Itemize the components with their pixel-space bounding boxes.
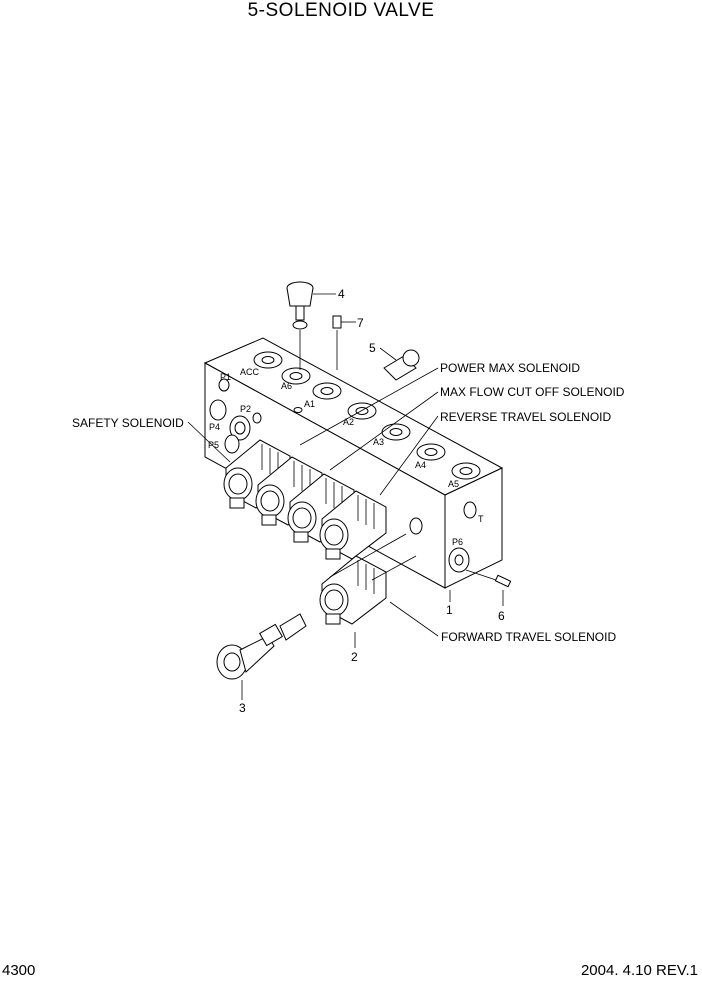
port-label-a1: A1	[304, 399, 315, 409]
port-label-p5: P5	[208, 440, 219, 450]
callout-forward-travel-solenoid: FORWARD TRAVEL SOLENOID	[441, 630, 616, 644]
port-label-t: T	[478, 514, 484, 524]
side-ports	[209, 378, 477, 573]
port-label-a2: A2	[343, 417, 354, 427]
port-label-p2: P2	[240, 404, 251, 414]
callout-power-max-solenoid: POWER MAX SOLENOID	[440, 361, 580, 375]
port-label-p1: P1	[220, 372, 231, 382]
part-number-4: 4	[338, 287, 345, 301]
date-revision: 2004. 4.10 REV.1	[580, 962, 698, 979]
part-number-1: 1	[446, 603, 453, 617]
callout-max-flow-cut-off-solenoid: MAX FLOW CUT OFF SOLENOID	[440, 385, 625, 399]
cartridge-valve	[216, 613, 307, 700]
part-number-7: 7	[357, 316, 364, 330]
port-labels: P1 ACC A6 A1 A2 A3 A4 A5 P2 P4 P5 P6 T	[208, 367, 484, 547]
port-label-a6: A6	[281, 381, 292, 391]
port-label-a3: A3	[373, 437, 384, 447]
part-number-3: 3	[239, 701, 246, 715]
top-ports	[253, 351, 481, 480]
screw-side	[465, 569, 512, 606]
leader-lines	[187, 367, 451, 648]
port-label-p6: P6	[452, 537, 463, 547]
callout-reverse-travel-solenoid: REVERSE TRAVEL SOLENOID	[440, 410, 611, 424]
part-number-2: 2	[351, 650, 358, 664]
part-number-5: 5	[369, 341, 376, 355]
callout-safety-solenoid: SAFETY SOLENOID	[72, 416, 184, 430]
port-label-acc: ACC	[240, 367, 260, 377]
page-number: 4300	[2, 962, 36, 979]
port-label-a5: A5	[448, 479, 459, 489]
set-screw-top	[332, 315, 356, 370]
plug	[286, 281, 336, 370]
port-label-a4: A4	[415, 460, 426, 470]
forward-travel-solenoid	[319, 555, 387, 625]
port-label-p4: P4	[209, 422, 220, 432]
fitting	[379, 347, 420, 381]
mounted-solenoids	[223, 439, 387, 560]
page-title: 5-SOLENOID VALVE	[247, 0, 435, 21]
part-number-6: 6	[498, 609, 505, 623]
